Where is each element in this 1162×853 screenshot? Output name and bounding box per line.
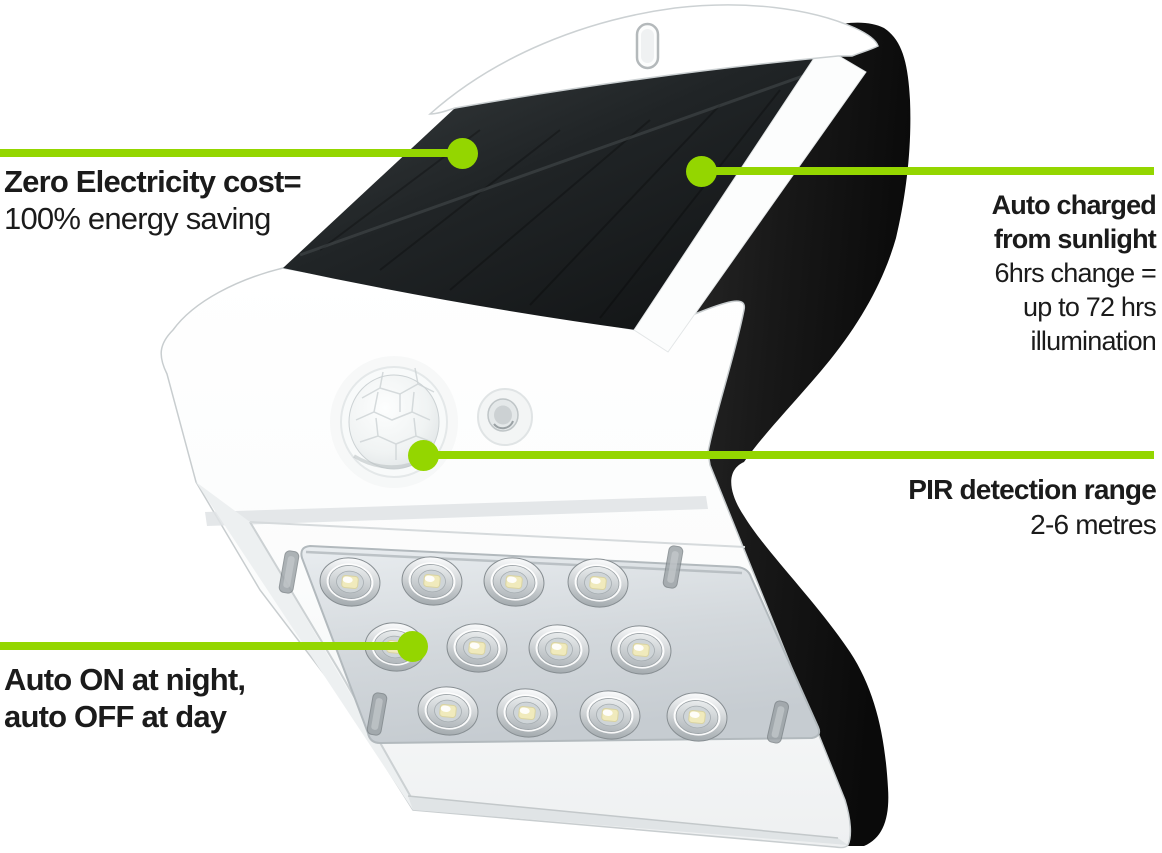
mounting-slot	[635, 22, 660, 70]
callout-text-auto-on-off: Auto ON at night, auto OFF at day	[4, 661, 246, 735]
pir-sensor-dome	[330, 356, 458, 488]
solar-panel	[283, 56, 838, 330]
callout-title-line: Auto ON at night,	[4, 662, 246, 697]
callout-text-auto-charged: Auto charged from sunlight 6hrs change =…	[991, 188, 1157, 358]
callout-dot-auto-on-off	[397, 631, 428, 662]
callout-detail-line: 6hrs change =	[994, 258, 1157, 288]
rim-band	[633, 45, 867, 353]
pir-facets	[355, 367, 435, 460]
callout-detail-line: illumination	[1030, 326, 1157, 356]
callout-title-line: PIR detection range	[908, 474, 1157, 505]
bottom-edge-face	[408, 796, 848, 845]
callout-dot-pir-range	[408, 440, 439, 471]
callout-title-line: Zero Electricity cost=	[4, 164, 302, 199]
bottom-edge-line	[407, 795, 839, 839]
frame-top-line	[249, 521, 746, 548]
callout-detail-line: 100% energy saving	[4, 201, 271, 236]
daylight-sensor	[477, 388, 533, 446]
callout-text-zero-electricity: Zero Electricity cost= 100% energy savin…	[4, 163, 302, 237]
frame-step-line	[249, 521, 417, 807]
callout-text-pir-range: PIR detection range 2-6 metres	[908, 472, 1157, 542]
callout-dot-zero-electricity	[447, 138, 478, 169]
callout-line-auto-charged	[701, 167, 1154, 175]
body-crease	[205, 496, 708, 526]
callout-title-line: from sunlight	[993, 224, 1157, 254]
callout-line-auto-on-off	[0, 642, 412, 650]
callout-title-line: Auto charged	[991, 190, 1157, 220]
callout-dot-auto-charged	[686, 156, 717, 187]
callout-line-zero-electricity	[0, 149, 462, 157]
callout-line-pir-range	[424, 451, 1154, 459]
callout-title-line: auto OFF at day	[4, 699, 227, 734]
callout-detail-line: up to 72 hrs	[1023, 292, 1157, 322]
callout-detail-line: 2-6 metres	[1030, 509, 1157, 540]
